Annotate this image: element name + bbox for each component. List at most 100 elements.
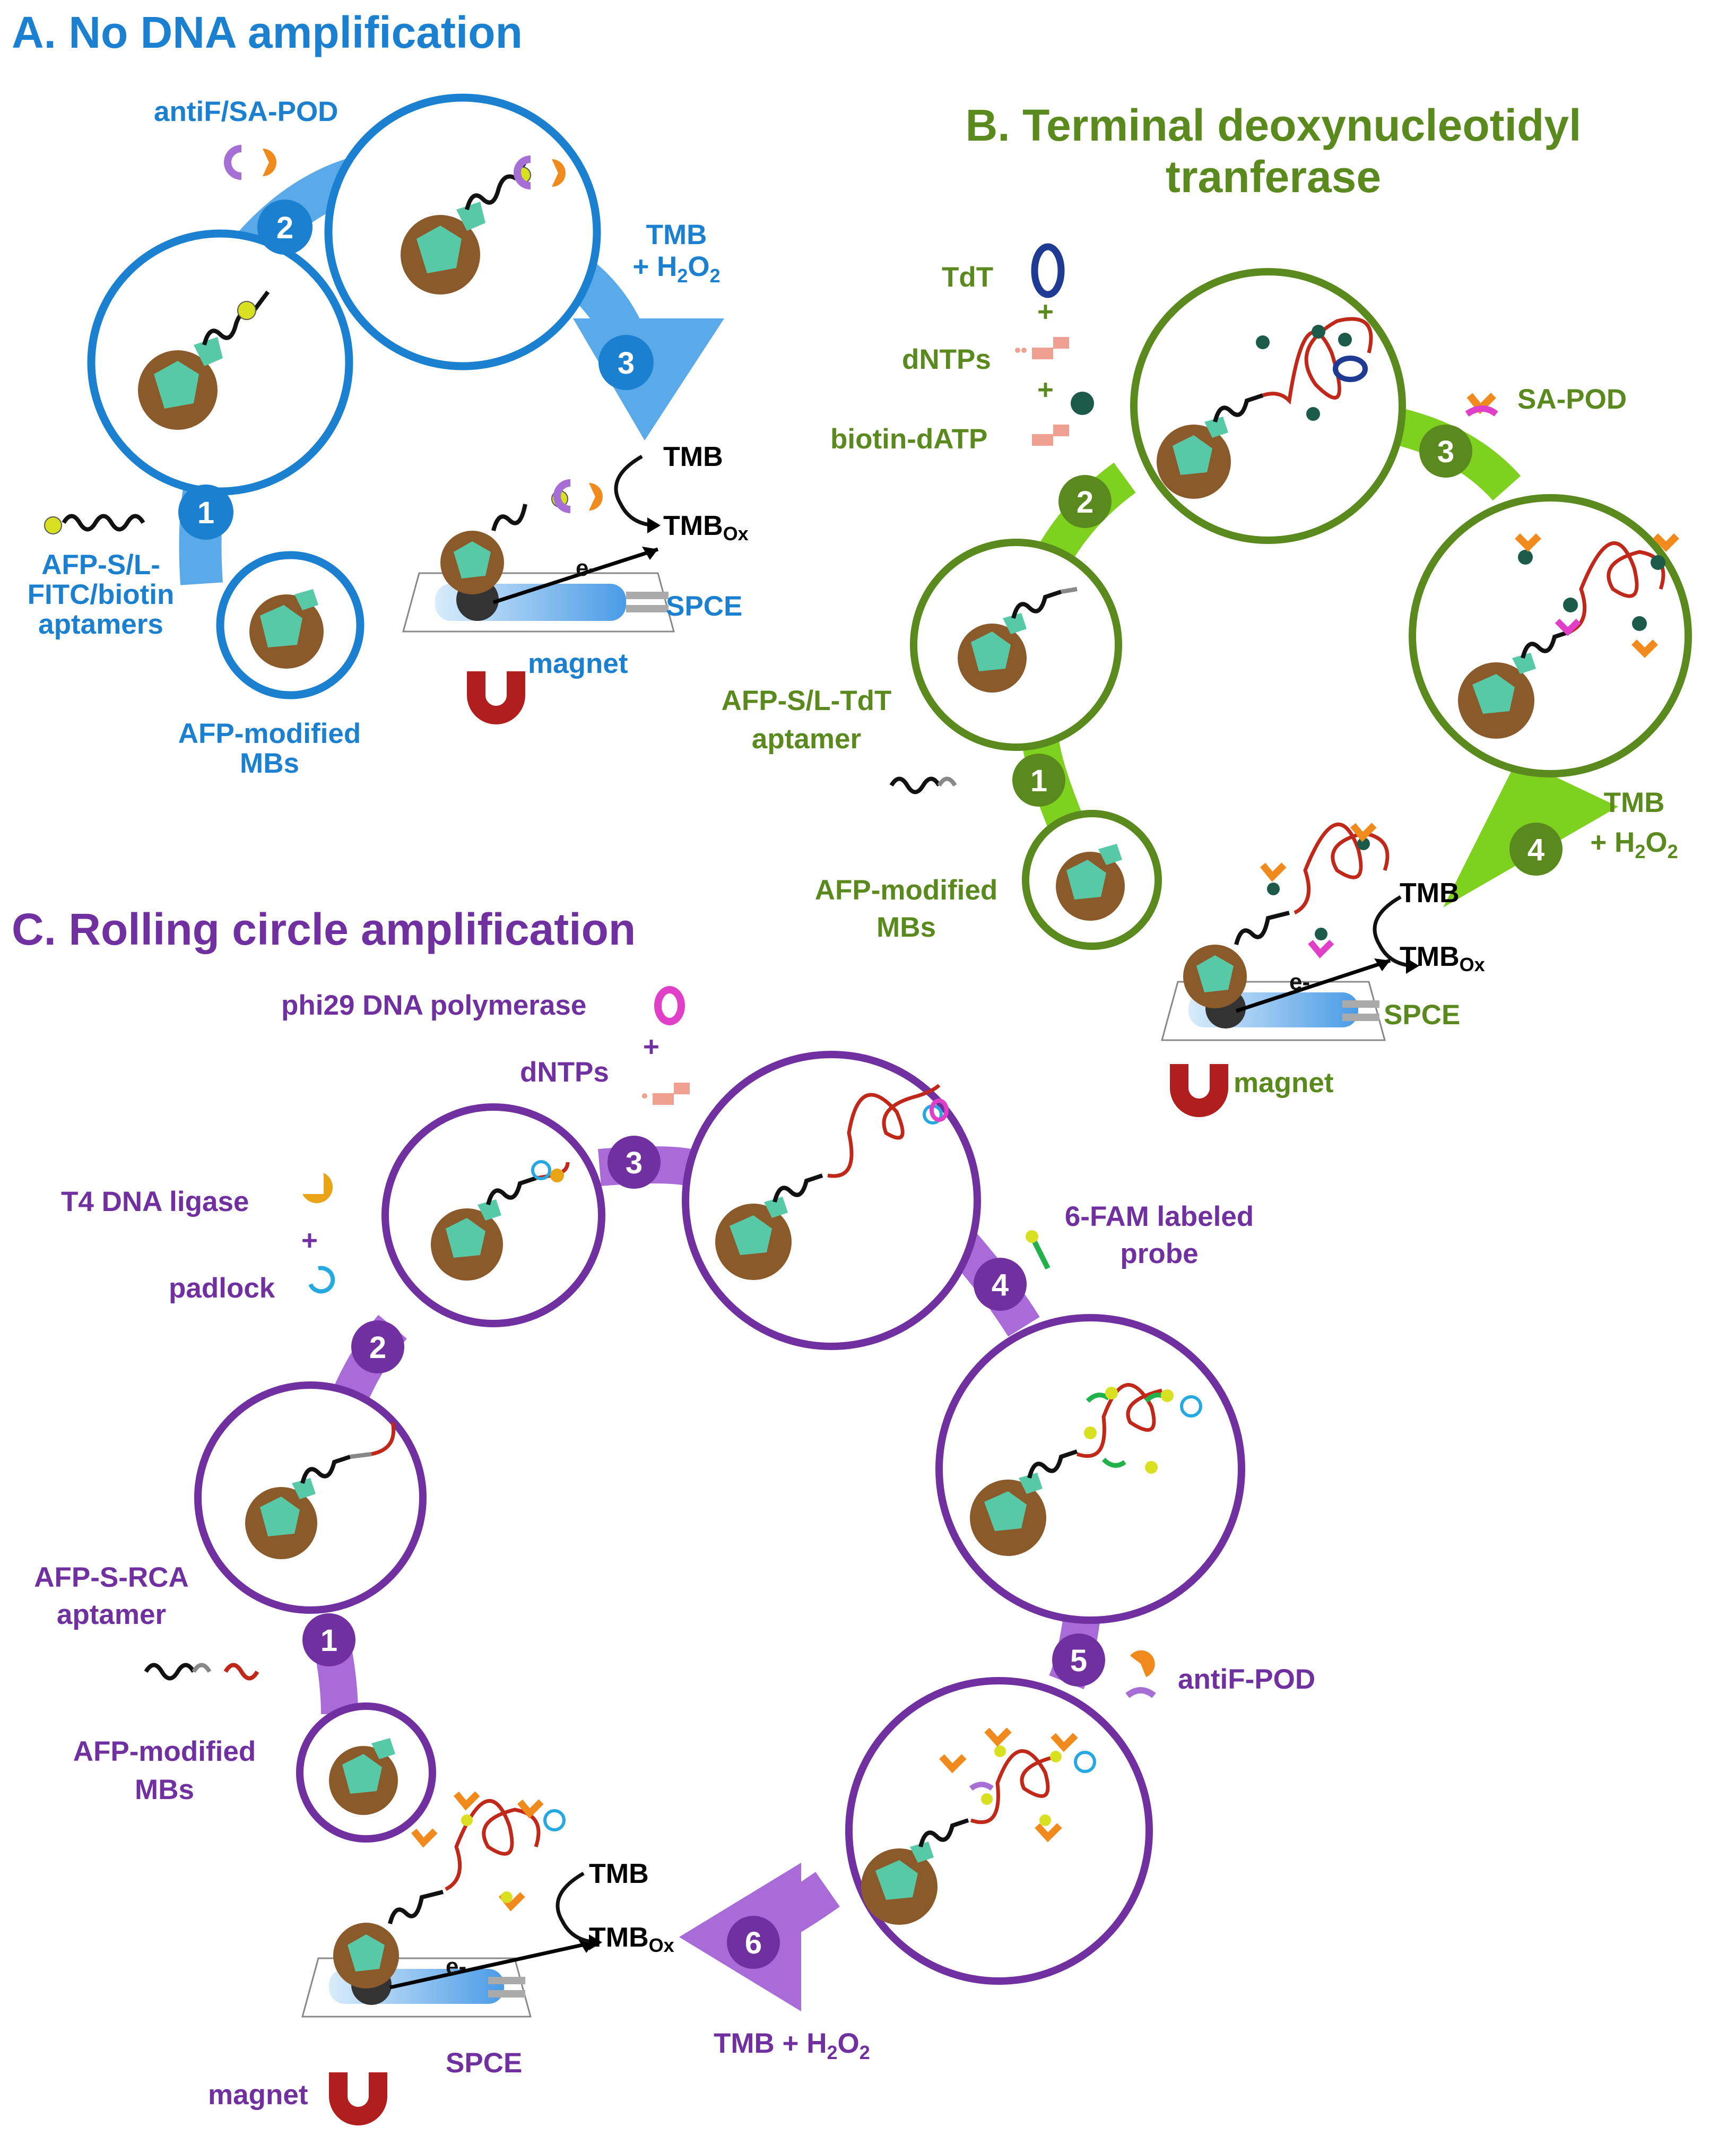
panel-c-dntps-label: dNTPs	[520, 1057, 609, 1088]
panel-c-probe-label: 6-FAM labeled probe	[1065, 1201, 1254, 1269]
panel-b-spce	[1161, 823, 1419, 1041]
panel-a-aptamer-glyph	[44, 514, 145, 534]
svg-text:AFP-modified: AFP-modified	[178, 718, 361, 749]
panel-c-ligase-icon	[302, 1173, 333, 1204]
panel-a-step-3: 3	[598, 335, 654, 390]
svg-text:MBs: MBs	[876, 912, 936, 943]
panel-a-arrowhead	[573, 318, 724, 440]
panel-c-spce-label: SPCE	[446, 2047, 522, 2079]
svg-text:2: 2	[1077, 485, 1093, 520]
panel-c-substrate-label: TMB + H2O2	[714, 2028, 870, 2063]
panel-c-ligase-label: T4 DNA ligase	[61, 1186, 249, 1217]
panel-b-title-line1: B. Terminal deoxynucleotidyl	[966, 100, 1582, 150]
svg-text:+ H2O2: + H2O2	[632, 251, 720, 287]
panel-b-plus-2: +	[1037, 374, 1054, 405]
panel-c-circle-probe	[935, 1314, 1245, 1624]
panel-b-dntps-label: dNTPs	[902, 344, 991, 375]
panel-b: 1 2 3 4	[722, 243, 1692, 1117]
panel-c-title: C. Rolling circle amplification	[12, 904, 636, 954]
svg-text:aptamers: aptamers	[38, 609, 163, 640]
svg-text:4: 4	[992, 1268, 1009, 1302]
panel-a-substrate-label: TMB + H2O2	[632, 219, 720, 287]
panel-a-circle-aptamer	[87, 229, 353, 496]
panel-c-step-5: 5	[1052, 1633, 1105, 1687]
svg-text:6: 6	[745, 1926, 762, 1960]
panel-b-magnet-label: magnet	[1234, 1067, 1333, 1099]
panel-c-magnet-icon	[329, 2072, 387, 2125]
panel-b-circle-sapod	[1409, 494, 1692, 777]
svg-text:1: 1	[320, 1623, 337, 1658]
svg-text:2: 2	[369, 1330, 386, 1365]
panel-c-bead-3	[431, 1160, 570, 1281]
panel-c-bead-5	[970, 1383, 1202, 1556]
panel-c-plus-1: +	[643, 1031, 659, 1062]
panel-c-tmbox: TMBOx	[589, 1922, 674, 1956]
panel-c-phi29-icon	[654, 986, 685, 1025]
panel-b-magnet-icon	[1170, 1064, 1228, 1117]
panel-b-aptamer-glyph	[889, 776, 957, 794]
panel-c-bead-6	[861, 1727, 1096, 1925]
panel-b-step-4: 4	[1509, 823, 1563, 876]
svg-text:5: 5	[1070, 1644, 1087, 1678]
svg-text:2: 2	[276, 211, 293, 245]
svg-text:MBs: MBs	[135, 1774, 194, 1805]
panel-c-aptamer-glyph	[144, 1663, 259, 1681]
panel-b-step-2: 2	[1058, 475, 1112, 528]
panel-c-probe-icon	[1026, 1230, 1051, 1270]
panel-b-spce-label: SPCE	[1384, 999, 1460, 1031]
svg-text:MBs: MBs	[240, 748, 299, 779]
panel-c-bead-4	[715, 1084, 949, 1280]
panel-c-padlock-label: padlock	[169, 1273, 275, 1304]
panel-a: 1 2 3	[28, 93, 749, 779]
panel-b-tmbox: TMBOx	[1400, 941, 1485, 975]
svg-text:6-FAM labeled: 6-FAM labeled	[1065, 1201, 1254, 1232]
svg-text:3: 3	[1437, 435, 1454, 469]
panel-b-substrate-label: TMB + H2O2	[1590, 787, 1678, 862]
panel-a-antibody-purple	[514, 155, 531, 189]
panel-c-bead-2	[245, 1422, 396, 1559]
svg-text:AFP-S/L-TdT: AFP-S/L-TdT	[722, 685, 892, 716]
panel-c-dntps-icon	[642, 1083, 690, 1105]
panel-a-title: A. No DNA amplification	[12, 7, 523, 57]
panel-b-bead-4	[1458, 533, 1679, 739]
panel-c-circle-antifpod	[845, 1677, 1153, 1985]
panel-b-tdt-bound	[1333, 356, 1368, 382]
panel-a-fitc-tag-1	[237, 301, 256, 320]
panel-c-circle-phi29	[682, 1051, 981, 1350]
panel-a-bead-3	[401, 155, 566, 295]
svg-text:FITC/biotin: FITC/biotin	[28, 579, 175, 610]
panel-a-bead-2	[138, 290, 270, 430]
panel-a-step-2: 2	[257, 200, 313, 255]
panel-b-tdt-icon	[1031, 243, 1065, 298]
svg-text:aptamer: aptamer	[752, 723, 861, 755]
panel-b-sapod-label: SA-POD	[1517, 384, 1627, 415]
panel-a-aptamer-label: AFP-S/L- FITC/biotin aptamers	[28, 549, 175, 640]
panel-b-biotin-datp-icon	[1032, 392, 1094, 446]
panel-b-biotin-datp-label: biotin-dATP	[830, 423, 987, 455]
svg-text:AFP-S/L-: AFP-S/L-	[41, 549, 160, 581]
panel-c-step-6: 6	[727, 1916, 780, 1969]
panel-b-bead-2	[958, 587, 1078, 693]
panel-a-spce-label: SPCE	[666, 591, 742, 622]
svg-text:AFP-modified: AFP-modified	[73, 1736, 256, 1767]
panel-b-plus-1: +	[1037, 296, 1054, 327]
panel-c-circle-aptamer	[194, 1381, 427, 1614]
panel-c-step-2: 2	[351, 1320, 404, 1373]
panel-c-tmb: TMB	[589, 1858, 649, 1889]
svg-text:+ H2O2: + H2O2	[1590, 827, 1678, 862]
panel-c-step-1: 1	[302, 1613, 355, 1666]
panel-c-bead-1	[329, 1738, 398, 1815]
panel-c-aptamer-label: AFP-S-RCA aptamer	[34, 1562, 188, 1630]
panel-a-bead-1	[249, 589, 324, 669]
svg-text:TMB: TMB	[1604, 787, 1665, 818]
panel-b-electron: e-	[1289, 969, 1310, 995]
panel-a-antibody-orange	[552, 159, 566, 187]
panel-b-sapod-icon	[1465, 393, 1498, 417]
svg-text:4: 4	[1527, 833, 1544, 867]
panel-c-step-4: 4	[974, 1258, 1027, 1311]
panel-c-padlock-icon	[308, 1266, 335, 1294]
svg-text:3: 3	[626, 1146, 643, 1180]
panel-c-spce	[301, 1791, 602, 2018]
panel-b-aptamer-label: AFP-S/L-TdT aptamer	[722, 685, 892, 755]
panel-a-tmbox: TMBOx	[663, 511, 749, 544]
